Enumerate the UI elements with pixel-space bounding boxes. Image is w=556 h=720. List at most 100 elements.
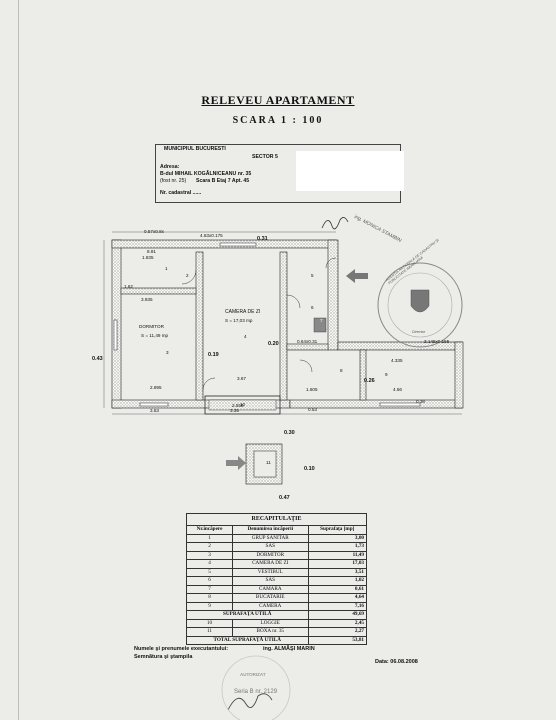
executor-signature — [227, 693, 273, 711]
row-area: 7,16 — [307, 601, 368, 611]
box-entrance-arrow-icon — [226, 456, 246, 470]
round-stamp-text: AGENŢIA NAŢIONALĂ DE CADASTRU ŞI PUBLICI… — [385, 238, 440, 286]
recap-header-nr: Nr.încăpere — [186, 525, 233, 535]
executor-stamp-number: Seria B nr. 2129 — [234, 689, 278, 695]
row-area: 17,03 — [307, 559, 368, 569]
dim-15: 0.26 — [364, 378, 375, 384]
util-area-label: SUPRAFAŢA UTILĂ — [186, 610, 309, 620]
total-area-value: 53,81 — [307, 635, 368, 645]
room-number-3: 3 — [166, 350, 169, 355]
dim-25: 0.30 — [284, 430, 295, 436]
row-name: SAS — [231, 542, 309, 552]
wall-bath — [120, 287, 197, 295]
row-nr: 3 — [186, 550, 233, 560]
pantry-shelves — [313, 317, 327, 333]
row-name: VESTIBUL — [231, 567, 309, 577]
row-name: BUCATARIE — [231, 593, 309, 603]
dim-10: 1.62 — [124, 284, 133, 289]
row-nr: 10 — [186, 618, 233, 628]
row-name: CAMERA — [231, 601, 309, 611]
document-title: RELEVEU APARTAMENT — [201, 93, 355, 107]
room-number-1: 1 — [165, 266, 168, 271]
address-street: B-dul MIHAIL KOGĂLNICEANU nr. 35 — [160, 171, 252, 177]
apartment-entrance-arrow-icon — [346, 269, 368, 283]
dim-11: 0.31 — [257, 236, 268, 242]
engineer-signature — [321, 217, 349, 230]
dim-23: 0.64x0.31 — [297, 339, 318, 344]
address-box: MUNICIPIUL BUCURESTI SECTOR 5 Adresa: B-… — [155, 144, 404, 203]
dim-4: 1.835 — [142, 255, 154, 260]
room-number-9: 9 — [385, 372, 388, 377]
dim-6: 2.895 — [150, 385, 162, 390]
page-left-edge-shadow — [18, 0, 19, 720]
room-number-5: 5 — [311, 273, 314, 278]
row-nr: 1 — [186, 533, 233, 543]
executor-stamp-text: AUTORIZAT — [240, 672, 266, 677]
row-nr: 7 — [186, 584, 233, 594]
drawing-scale: SCARA 1 : 100 — [232, 115, 324, 126]
dim-18: 1.605 — [306, 387, 318, 392]
municipality-label: MUNICIPIUL BUCURESTI — [164, 146, 226, 152]
room-number-6: 6 — [311, 305, 314, 310]
row-area: 2,45 — [307, 618, 368, 628]
row-area: 1,02 — [307, 576, 368, 586]
round-official-stamp — [377, 262, 463, 348]
storage-box — [226, 443, 283, 485]
row-name: GRUP SANITAR — [231, 533, 309, 543]
util-area-value: 49,69 — [307, 610, 368, 620]
room-number-7: 7 — [320, 318, 323, 323]
wall-interior-2 — [279, 251, 288, 401]
room-number-4: 4 — [244, 334, 247, 339]
row-name: SAS — [231, 576, 309, 586]
round-stamp-bottom: Director — [412, 330, 426, 334]
dim-22: 3.145x0.155 — [424, 339, 450, 344]
row-nr: 11 — [186, 627, 233, 637]
room-number-2: 2 — [186, 273, 189, 278]
dim-19: 0.53 — [308, 407, 317, 412]
sector-label: SECTOR 5 — [252, 154, 278, 160]
dim-3: 8.81 — [147, 249, 156, 254]
row-area: 3,00 — [307, 533, 368, 543]
recap-caption: RECAPITULAŢIE — [186, 513, 367, 526]
room-number-11: 11 — [266, 460, 271, 465]
room-number-10: 10 — [240, 402, 246, 407]
dim-5: 3.935 — [141, 297, 153, 302]
dimension-lines — [103, 231, 462, 415]
row-nr: 8 — [186, 593, 233, 603]
dim-8: 3.35 — [230, 408, 239, 413]
windows — [113, 242, 421, 407]
row-name: LOGGIE — [231, 618, 309, 628]
recap-header-name: Denumirea încăperii — [231, 525, 309, 535]
room-area-dormitor: S = 11,49 mp — [141, 333, 169, 338]
wall-room9 — [359, 349, 367, 401]
side-stamp-text: ing. MONICA STAMBIN — [353, 214, 403, 244]
wall-east-lower — [454, 341, 464, 409]
row-area: 2,27 — [307, 627, 368, 637]
wall-interior-1 — [195, 251, 204, 401]
row-area: 3,51 — [307, 567, 368, 577]
row-nr: 2 — [186, 542, 233, 552]
dim-7: 3.53 — [150, 408, 159, 413]
row-name: CAMARA — [231, 584, 309, 594]
room-label-dormitor: DORMITOR — [139, 324, 164, 329]
row-nr: 6 — [186, 576, 233, 586]
redacted-area — [296, 151, 404, 191]
executor-stamp-circle — [221, 655, 291, 720]
executor-name: ing. ALMĂŞI MARIN — [263, 646, 315, 652]
dim-9: 3.67 — [237, 376, 246, 381]
dim-21: 0.47 — [279, 495, 290, 501]
dim-top-1: 4.63x0.175 — [200, 233, 223, 238]
dim-16: 4.335 — [391, 358, 403, 363]
room-label-camera: CAMERA DE ZI — [225, 309, 261, 315]
row-nr: 5 — [186, 567, 233, 577]
